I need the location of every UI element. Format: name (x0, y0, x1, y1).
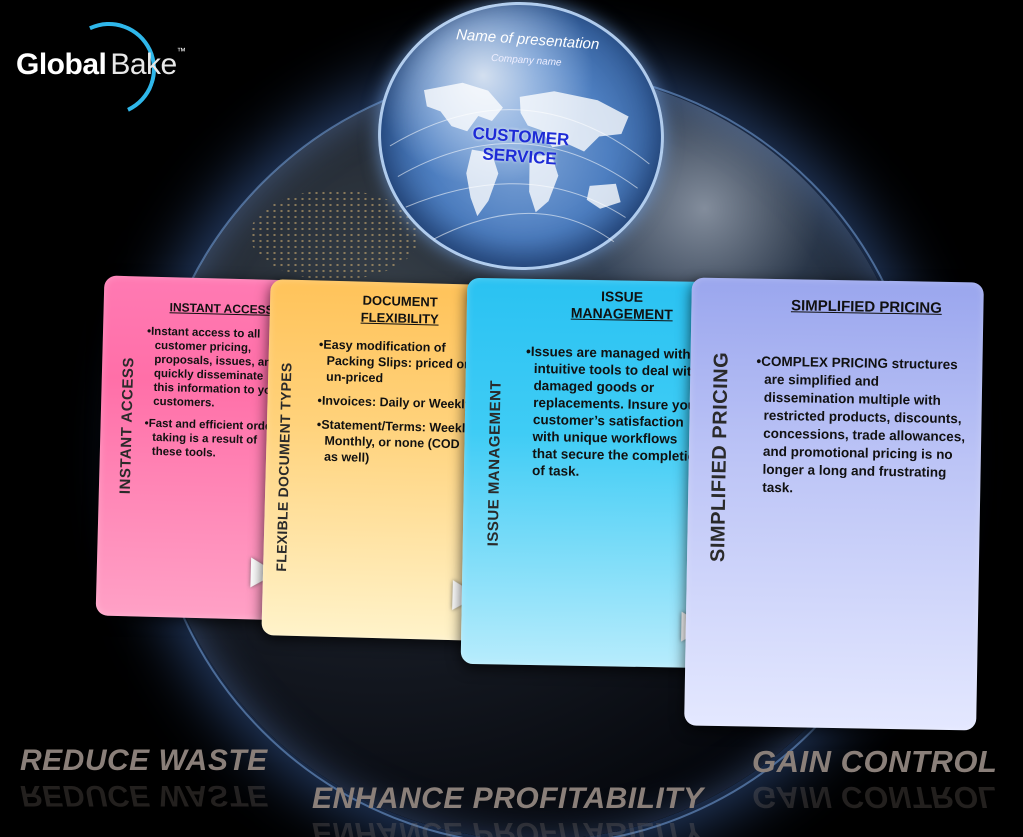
slogan-enhance-profitability: ENHANCE PROFITABILITY (312, 782, 704, 815)
slogan-gain-control-reflection: GAIN CONTROL (752, 780, 998, 815)
card-heading: ISSUE MANAGEMENT (527, 287, 718, 324)
bullet-item: Fast and efficient order taking is a res… (144, 417, 285, 463)
bullet-item: Easy modification of Packing Slips: pric… (318, 336, 479, 388)
card-heading: DOCUMENT FLEXIBILITY (320, 291, 481, 329)
bullet-item: Issues are managed with intuitive tools … (524, 343, 706, 482)
world-map-icon (389, 82, 650, 243)
card-bullet-list: Issues are managed with intuitive tools … (524, 343, 706, 490)
card-side-label: FLEXIBLE DOCUMENT TYPES (273, 362, 295, 572)
card-side-label: INSTANT ACCESS (116, 356, 138, 495)
card-heading-line: SIMPLIFIED PRICING (790, 297, 943, 317)
logo-trademark: ™ (176, 46, 186, 56)
logo-brand-left: Global (16, 48, 107, 81)
card-side-label: ISSUE MANAGEMENT (484, 379, 505, 547)
card-simplified-pricing: SIMPLIFIED PRICING SIMPLIFIED PRICING CO… (684, 277, 984, 731)
slogan-reduce-waste-reflection: REDUCE WASTE (20, 779, 268, 812)
card-document-flexibility: FLEXIBLE DOCUMENT TYPES DOCUMENT FLEXIBI… (261, 279, 489, 641)
customer-service-globe: Name of presentation Company name CUSTOM… (369, 0, 673, 280)
bullet-item: COMPLEX PRICING structures are simplifie… (754, 353, 966, 501)
card-heading: SIMPLIFIED PRICING (751, 297, 981, 318)
logo-brand-right: Bake (110, 48, 177, 81)
card-bullet-list: Easy modification of Packing Slips: pric… (316, 336, 480, 476)
slogan-reduce-waste: REDUCE WASTE (20, 744, 268, 777)
card-heading-line: FLEXIBILITY (360, 309, 439, 327)
card-side-label: SIMPLIFIED PRICING (706, 351, 733, 563)
customer-service-label: CUSTOMER SERVICE (459, 123, 581, 171)
card-issue-management: ISSUE MANAGEMENT ISSUE MANAGEMENT Issues… (460, 277, 722, 669)
city-lights (250, 190, 420, 280)
bullet-item: Instant access to all customer pricing, … (145, 325, 287, 413)
bullet-item: Invoices: Daily or Weekly (317, 392, 477, 412)
card-bullet-list: COMPLEX PRICING structures are simplifie… (754, 353, 967, 509)
card-heading-line: MANAGEMENT (570, 304, 673, 323)
bullet-item: Statement/Terms: Weekly, Monthly, or non… (316, 416, 477, 468)
slogan-gain-control: GAIN CONTROL (752, 744, 998, 779)
slogan-enhance-profitability-reflection: ENHANCE PROFITABILITY (312, 816, 704, 837)
